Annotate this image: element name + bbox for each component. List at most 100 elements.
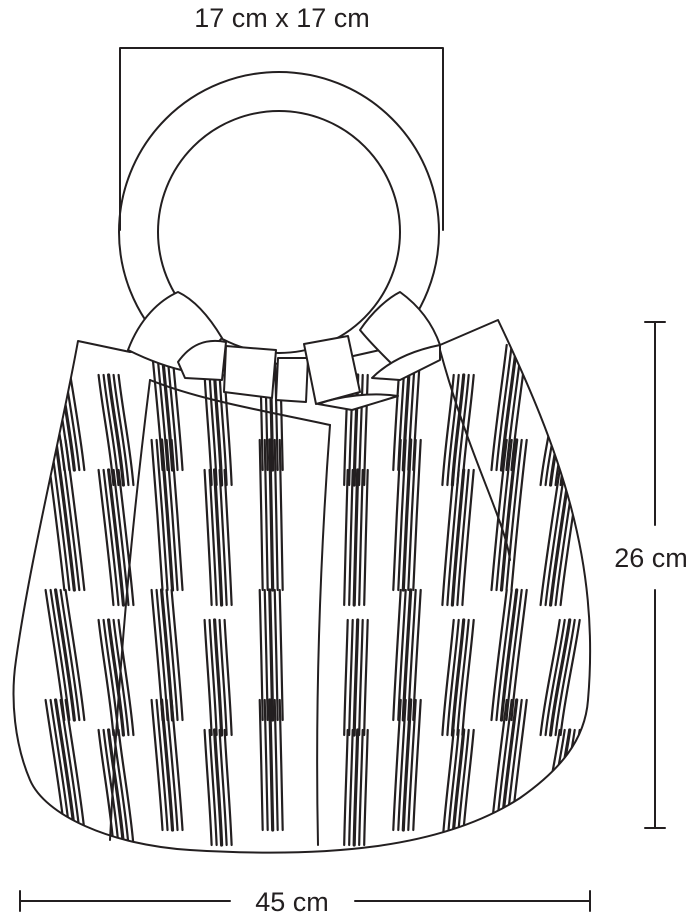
stripe-thread (218, 618, 228, 737)
stripe-thread (441, 618, 455, 737)
height-dimension-label: 26 cm (614, 543, 688, 573)
stripe-thread (278, 438, 284, 592)
stripe-thread (155, 438, 169, 592)
stripe-thread (461, 618, 475, 737)
stripe-thread (363, 468, 369, 607)
stripe-thread (203, 373, 213, 487)
height-dimension (644, 321, 666, 829)
stripe-thread (150, 698, 164, 832)
stripe-thread (343, 728, 349, 847)
stripe-thread (102, 728, 120, 847)
stripe-thread (54, 438, 76, 592)
stripe-thread (441, 373, 455, 487)
stripe-thread (278, 588, 284, 722)
stripe-thread (155, 698, 169, 832)
stripe-thread (505, 438, 523, 592)
stripe-thread (213, 468, 224, 607)
width-dimension-label: 45 cm (255, 887, 329, 917)
ikat-stripe-pattern (44, 343, 581, 847)
stripe-thread (102, 468, 120, 607)
stripe-thread (450, 468, 466, 607)
stripe-thread (363, 728, 369, 847)
stripe-thread (510, 438, 528, 592)
stripe-thread (258, 698, 264, 832)
stripe-thread (165, 698, 179, 832)
stripe-thread (559, 618, 581, 737)
stripe-thread (268, 588, 275, 722)
stripe-thread (343, 618, 349, 737)
stripe-thread (218, 728, 228, 847)
stripe-thread (510, 588, 528, 722)
stripe-thread (392, 698, 402, 832)
stripe-thread (548, 618, 572, 737)
stripe-thread (112, 618, 130, 737)
stripe-thread (412, 698, 422, 832)
stripe-thread (107, 618, 126, 737)
stripe-thread (49, 698, 71, 832)
stripe-thread (363, 618, 369, 737)
stripe-thread (208, 618, 218, 737)
stripe-thread (160, 698, 175, 832)
stripe-thread (213, 373, 224, 487)
stripe-thread (407, 698, 417, 832)
stripe-thread (44, 588, 66, 722)
stripe-thread (49, 588, 71, 722)
stripe-thread (117, 728, 135, 847)
stripe-thread (559, 373, 581, 487)
stripe-thread (263, 438, 269, 592)
stripe-thread (407, 438, 417, 592)
stripe-thread (554, 618, 576, 737)
stripe-thread (107, 373, 126, 487)
stripe-thread (412, 438, 422, 592)
stripe-thread (499, 343, 519, 472)
stripe-thread (348, 728, 354, 847)
stripe-thread (97, 728, 115, 847)
stripe-thread (490, 588, 508, 722)
stripe-thread (218, 468, 228, 607)
stripe-thread (59, 588, 81, 722)
stripe-thread (499, 588, 519, 722)
handle-dimension-label: 17 cm x 17 cm (194, 3, 370, 33)
stripe-thread (539, 618, 561, 737)
stripe-thread (117, 468, 135, 607)
stripe-thread (358, 373, 364, 487)
stripe-thread (223, 468, 233, 607)
stripe-thread (64, 588, 86, 722)
stripe-thread (397, 698, 407, 832)
stripe-thread (278, 698, 284, 832)
stripe-thread (352, 728, 360, 847)
stripe-thread (461, 468, 475, 607)
stripe-thread (54, 698, 76, 832)
stripe-thread (117, 373, 135, 487)
stripe-thread (446, 373, 460, 487)
stripe-thread (97, 373, 115, 487)
stripe-thread (160, 438, 175, 592)
stripe-thread (64, 438, 86, 592)
stripe-thread (97, 468, 115, 607)
stripe-thread (505, 588, 523, 722)
stripe-thread (446, 468, 460, 607)
stripe-thread (258, 588, 264, 722)
stripe-thread (170, 698, 184, 832)
stripe-thread (401, 588, 413, 722)
stripe-thread (358, 728, 364, 847)
stripe-thread (273, 698, 279, 832)
stripe-thread (456, 618, 470, 737)
stripe-thread (263, 698, 269, 832)
stripe-thread (401, 438, 413, 592)
stripe-thread (544, 468, 566, 607)
stripe-thread (203, 728, 213, 847)
stripe-thread (539, 468, 561, 607)
stripe-thread (495, 588, 513, 722)
stripe-thread (268, 698, 275, 832)
stripe-thread (499, 438, 519, 592)
stripe-thread (170, 438, 184, 592)
stripe-thread (495, 343, 513, 472)
stripe-thread (363, 373, 369, 487)
stripe-thread (54, 588, 76, 722)
ring-handle-inner (157, 110, 401, 354)
stripe-thread (490, 343, 508, 472)
stripe-thread (165, 438, 179, 592)
stripe-thread (102, 373, 120, 487)
